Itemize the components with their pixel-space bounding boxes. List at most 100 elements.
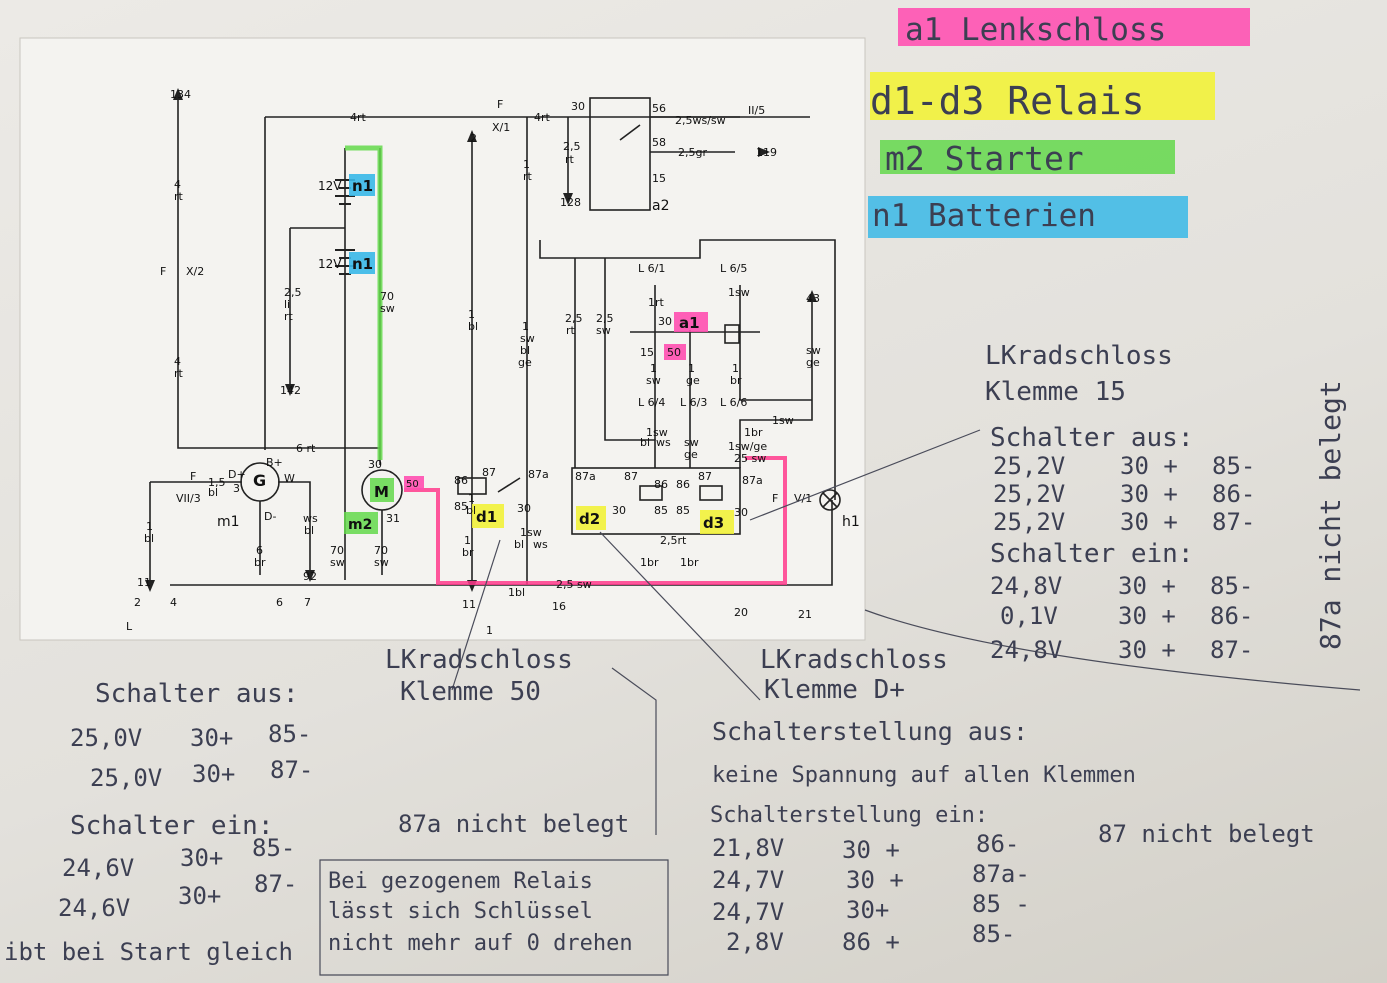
nl-on-0-v: 24,6V xyxy=(62,854,134,882)
gen-dplus: D+ xyxy=(228,468,246,481)
nm-box-1: Bei gezogenem Relais xyxy=(328,869,593,894)
nl-on-0-b: 85- xyxy=(252,834,295,862)
lbl-6rt: 6 rt xyxy=(296,442,316,455)
nr-vertical: 87a nicht belegt xyxy=(1314,380,1347,650)
nm-box-3: nicht mehr auf 0 drehen xyxy=(328,931,633,956)
lbl-left-rtb: rt xyxy=(174,367,184,380)
wm-17: sw xyxy=(596,324,611,337)
bw-2: 1br xyxy=(640,556,659,569)
lbl-4rt-a: 4rt xyxy=(350,111,367,124)
nr-on-1-b: 86- xyxy=(1210,602,1253,630)
wm-10: 1 xyxy=(522,320,529,333)
nl-on-head: Schalter ein: xyxy=(70,811,274,841)
nr-off-1-b: 86- xyxy=(1212,480,1255,508)
lamp-tag: h1 xyxy=(842,514,860,530)
bn-3: 7 xyxy=(304,596,311,609)
bw-15: 11 xyxy=(137,576,151,589)
starter-m: M xyxy=(374,483,389,501)
lbl-4rt-b: 4rt xyxy=(534,111,551,124)
bw-8: 1 xyxy=(464,534,471,547)
lw-14: sw xyxy=(684,436,699,449)
nr-title-1: LKradschloss xyxy=(985,341,1173,371)
lw-12: bl xyxy=(640,436,650,449)
lbl-128: 128 xyxy=(560,196,581,209)
nm-note: 87a nicht belegt xyxy=(398,810,629,838)
wm-11: sw xyxy=(520,332,535,345)
lock-15: 15 xyxy=(640,346,654,359)
wm-2: rt xyxy=(284,310,294,323)
bw-17: bl xyxy=(466,504,476,517)
gen-g: G xyxy=(253,471,266,490)
nl-off-0-v: 25,0V xyxy=(70,724,142,752)
bn-5: 16 xyxy=(552,600,566,613)
bw-10: 70 xyxy=(330,544,344,557)
note-klemme-dplus: LKradschloss Klemme D+ Schalterstellung … xyxy=(710,645,1315,956)
lock-tag: a1 xyxy=(679,314,700,332)
nd-on-2-a: 30+ xyxy=(846,896,889,924)
wm-7: rt xyxy=(523,170,533,183)
pointer-lines xyxy=(319,429,1361,976)
gen-3: 3 xyxy=(233,482,240,495)
nr-off-2-b: 87- xyxy=(1212,508,1255,536)
nd-on-head: Schalterstellung ein: xyxy=(710,803,988,828)
nr-off-0-b: 85- xyxy=(1212,452,1255,480)
d2-85: 85 xyxy=(654,504,668,517)
wm-1: li xyxy=(284,298,290,311)
bw-6: bl xyxy=(514,538,524,551)
wm-3: 142 xyxy=(280,384,301,397)
nr-on-1-a: 30 + xyxy=(1118,602,1176,630)
bn-8: 1 xyxy=(486,624,493,637)
lbl-25-top: 2,5 xyxy=(563,140,581,153)
nd-on-0-v: 21,8V xyxy=(712,834,784,862)
nd-on-1-b: 87a- xyxy=(972,860,1030,888)
lock-30: 30 xyxy=(658,315,672,328)
gen-bl2: bl xyxy=(304,524,314,537)
gen-br: br xyxy=(254,556,266,569)
nr-on-2-b: 87- xyxy=(1210,636,1253,664)
wm-14: 2,5 xyxy=(565,312,583,325)
nr-on-head: Schalter ein: xyxy=(990,539,1194,569)
schematic-sheet xyxy=(19,37,866,641)
lw-3: ge xyxy=(686,374,700,387)
lw-4: 1 xyxy=(732,362,739,375)
bw-18: 2,5 sw xyxy=(556,578,592,591)
nr-off-head: Schalter aus: xyxy=(990,423,1194,453)
bw-13: sw xyxy=(374,556,389,569)
wire-marks: 2,5 li rt 142 70 sw 1 rt 1 bl 1 sw bl ge… xyxy=(280,158,614,397)
d2-87a: 87a xyxy=(575,470,596,483)
lw-18: sw xyxy=(806,344,821,357)
lw-15: ge xyxy=(684,448,698,461)
nl-off-head: Schalter aus: xyxy=(95,679,299,709)
left-labels: 4 rt F X/2 4 rt 6 rt xyxy=(160,178,316,455)
starter-tag: m2 xyxy=(348,517,372,533)
nl-bottom: ibt bei Start gleich xyxy=(4,938,293,966)
schematic-wires xyxy=(149,97,841,586)
d3-86: 86 xyxy=(676,478,690,491)
nr-off-2-a: 30 + xyxy=(1120,508,1178,536)
d3-87a: 87a xyxy=(742,474,763,487)
bw-12: 70 xyxy=(374,544,388,557)
bn-2: 6 xyxy=(276,596,283,609)
d3-87: 87 xyxy=(698,470,712,483)
lw-11: 1sw xyxy=(646,426,668,439)
starter-30: 30 xyxy=(368,458,382,471)
d1-87a: 87a xyxy=(528,468,549,481)
legend-a1: a1 Lenkschloss xyxy=(905,12,1166,48)
nd-title-2: Klemme D+ xyxy=(764,675,905,705)
nr-on-0-v: 24,8V xyxy=(990,572,1062,600)
nl-off-1-a: 30+ xyxy=(192,760,235,788)
legend-d: d1-d3 Relais xyxy=(870,79,1145,123)
lbl-left-4: 4 xyxy=(174,178,181,191)
note-right-klemme15: LKradschloss Klemme 15 Schalter aus: 25,… xyxy=(985,341,1347,664)
top-labels: 134 4rt F X/1 4rt 30 56 2,5ws/sw II/5 2 … xyxy=(170,88,777,214)
d1-86: 86 xyxy=(454,474,468,487)
legend-swatch-d xyxy=(870,72,1215,120)
lw-16: 1sw/ge xyxy=(728,440,767,453)
battery-1: 12V n1 xyxy=(318,174,375,205)
nd-on-3-v: 2,8V xyxy=(726,928,784,956)
bw-5: 1sw xyxy=(520,526,542,539)
nl-off-1-b: 87- xyxy=(270,756,313,784)
bn-0: 2 xyxy=(134,596,141,609)
legend-swatch-a1 xyxy=(898,8,1250,46)
